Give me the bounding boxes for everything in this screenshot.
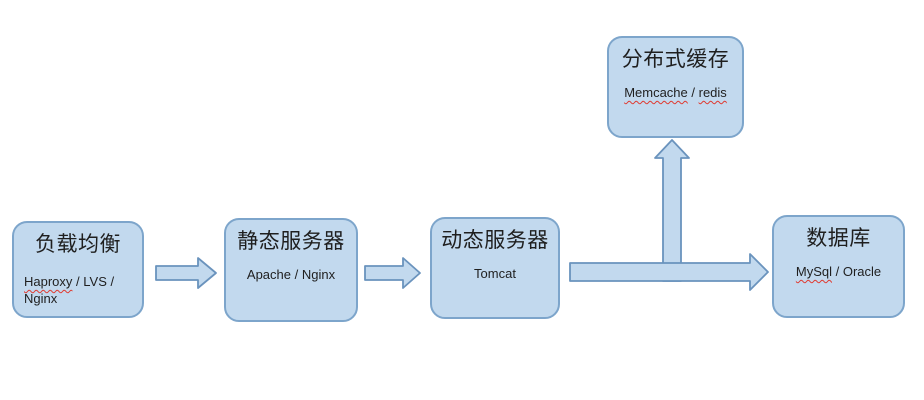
node-dynamic-server-subtitle: Tomcat <box>474 265 516 282</box>
arrow-dynamic-to-db <box>569 253 769 291</box>
arrow-lb-to-static <box>155 257 217 289</box>
tech-label-lvs: / LVS / <box>72 274 115 289</box>
tech-label-nginx: Nginx <box>24 291 58 306</box>
node-static-server-subtitle: Apache / Nginx <box>247 266 335 283</box>
tech-label-redis: redis <box>698 85 727 100</box>
node-static-server: 静态服务器 Apache / Nginx <box>224 218 358 322</box>
arrow-static-to-dynamic <box>364 257 421 289</box>
node-static-server-title: 静态服务器 <box>237 229 345 253</box>
node-dynamic-server-title: 动态服务器 <box>441 228 549 252</box>
node-distributed-cache-title: 分布式缓存 <box>621 47 730 71</box>
node-load-balancer-subtitle: Haproxy / LVS / Nginx <box>24 273 114 307</box>
node-database-subtitle: MySql / Oracle <box>796 263 881 280</box>
tech-label-memcache: Memcache <box>624 85 688 100</box>
tech-label-oracle: / Oracle <box>832 264 882 279</box>
node-distributed-cache: 分布式缓存 Memcache / redis <box>607 36 744 138</box>
tech-label-haproxy: Haproxy <box>24 274 73 289</box>
tech-label-apache-nginx: Apache / Nginx <box>246 267 336 282</box>
node-database-title: 数据库 <box>806 226 871 250</box>
node-distributed-cache-subtitle: Memcache / redis <box>624 84 727 101</box>
tech-label-mysql: MySql <box>795 264 832 279</box>
node-dynamic-server: 动态服务器 Tomcat <box>430 217 560 319</box>
node-load-balancer-title: 负载均衡 <box>35 232 121 256</box>
node-load-balancer: 负载均衡 Haproxy / LVS / Nginx <box>12 221 144 318</box>
tech-label-separator: / <box>687 85 699 100</box>
node-database: 数据库 MySql / Oracle <box>772 215 905 318</box>
arrow-branch-to-cache <box>654 139 690 282</box>
tech-label-tomcat: Tomcat <box>474 266 516 281</box>
